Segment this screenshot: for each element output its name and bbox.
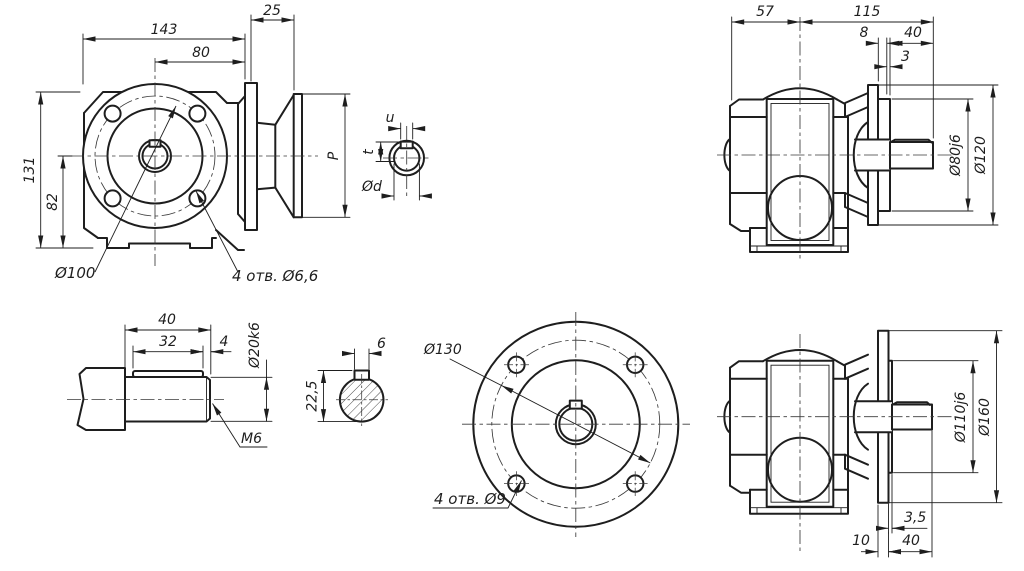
flange-face-view: Ø130 4 отв. Ø9 xyxy=(423,312,690,537)
gearbox-body xyxy=(723,87,869,253)
dim-143: 143 xyxy=(151,22,178,38)
gearbox-body xyxy=(723,348,869,515)
dim-115: 115 xyxy=(854,4,881,20)
dim-25: 25 xyxy=(263,3,281,19)
front-dimensions: 143 80 25 131 82 P Ø100 4 отв. Ø6,6 xyxy=(22,3,351,285)
dim-40-top: 40 xyxy=(904,25,922,41)
dim-120: Ø120 xyxy=(973,136,989,175)
side-view-top: 57 115 8 40 3 Ø80j6 Ø120 xyxy=(717,4,999,262)
callout-bolt-circle-100: Ø100 xyxy=(54,264,95,282)
input-section-dimensions: u t Ød xyxy=(361,110,432,201)
bolt-hole xyxy=(103,104,122,123)
dim-4: 4 xyxy=(220,334,229,350)
dim-131: 131 xyxy=(22,157,38,184)
dim-80: 80 xyxy=(192,45,210,61)
dim-P: P xyxy=(326,151,342,160)
dim-110j6: Ø110j6 xyxy=(953,392,969,444)
hub-lines xyxy=(854,400,893,434)
dim-6: 6 xyxy=(377,336,386,352)
dim-d: Ød xyxy=(361,179,382,195)
bolt-hole xyxy=(103,189,122,208)
output-shaft-detail: 40 32 4 Ø20k6 M6 xyxy=(67,312,273,448)
dim-u: u xyxy=(386,110,395,126)
dim-3-5: 3,5 xyxy=(904,510,926,526)
dim-8: 8 xyxy=(860,25,869,41)
housing-break xyxy=(76,367,126,431)
dim-40-shaft: 40 xyxy=(158,312,176,328)
dim-t: t xyxy=(361,149,377,155)
dim-M6: M6 xyxy=(241,431,262,447)
shaft-key xyxy=(132,370,204,378)
hub-lines xyxy=(854,138,891,172)
dim-20k6: Ø20k6 xyxy=(247,322,263,369)
input-shaft-section-detail: u t Ød xyxy=(361,110,432,201)
dim-57: 57 xyxy=(756,4,774,20)
bolt-hole xyxy=(188,104,207,123)
dim-3: 3 xyxy=(901,49,910,65)
dim-82: 82 xyxy=(45,193,61,211)
side-top-dimensions: 57 115 8 40 3 Ø80j6 Ø120 xyxy=(731,4,999,226)
dim-160: Ø160 xyxy=(977,398,993,437)
shaft-key xyxy=(891,401,931,406)
flange-face-dimensions: Ø130 4 отв. Ø9 xyxy=(423,342,651,509)
output-shaft-section: 6 22,5 xyxy=(305,336,388,426)
shaft-dimensions: 40 32 4 Ø20k6 M6 xyxy=(124,312,273,448)
dim-32: 32 xyxy=(159,334,177,350)
dim-22-5: 22,5 xyxy=(305,380,321,411)
input-flange-plate xyxy=(244,82,258,231)
dim-10: 10 xyxy=(852,533,870,549)
dim-40-bottom: 40 xyxy=(902,533,920,549)
dim-80j6: Ø80j6 xyxy=(948,134,964,177)
callout-holes-6-6: 4 отв. Ø6,6 xyxy=(232,267,318,285)
callout-bolt-circle-130: Ø130 xyxy=(423,342,462,358)
shaft-key xyxy=(889,138,933,144)
section-centerlines xyxy=(336,374,388,426)
section-dimensions: 6 22,5 xyxy=(305,336,386,423)
side-bottom-dimensions: Ø110j6 Ø160 3,5 10 40 xyxy=(852,330,1003,558)
front-view: 143 80 25 131 82 P Ø100 4 отв. Ø6,6 xyxy=(22,3,351,285)
side-view-bottom: Ø110j6 Ø160 3,5 10 40 xyxy=(717,329,1003,558)
callout-holes-9: 4 отв. Ø9 xyxy=(434,490,506,508)
